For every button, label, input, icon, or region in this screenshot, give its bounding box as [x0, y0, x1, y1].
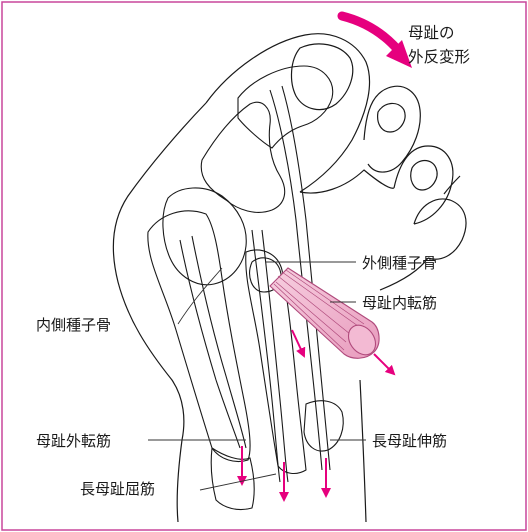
leader-lines [148, 262, 366, 490]
title-line2: 外反変形 [408, 48, 470, 66]
curved-arrow-icon [342, 16, 412, 68]
label-adductor-hallucis: 母趾内転筋 [362, 294, 437, 312]
down-arrow-icon [374, 354, 394, 374]
title-line1: 母趾の [408, 24, 455, 42]
label-flexor-hallucis-longus: 長母趾屈筋 [80, 480, 155, 498]
label-extensor-hallucis-longus: 長母趾伸筋 [372, 432, 447, 450]
pull-arrows [242, 330, 394, 500]
adductor-hallucis-muscle [270, 268, 381, 360]
down-arrow-icon [292, 330, 304, 356]
label-medial-sesamoid: 内側種子骨 [36, 316, 111, 334]
label-lateral-sesamoid: 外側種子骨 [362, 254, 437, 272]
label-abductor-hallucis: 母趾外転筋 [36, 432, 111, 450]
